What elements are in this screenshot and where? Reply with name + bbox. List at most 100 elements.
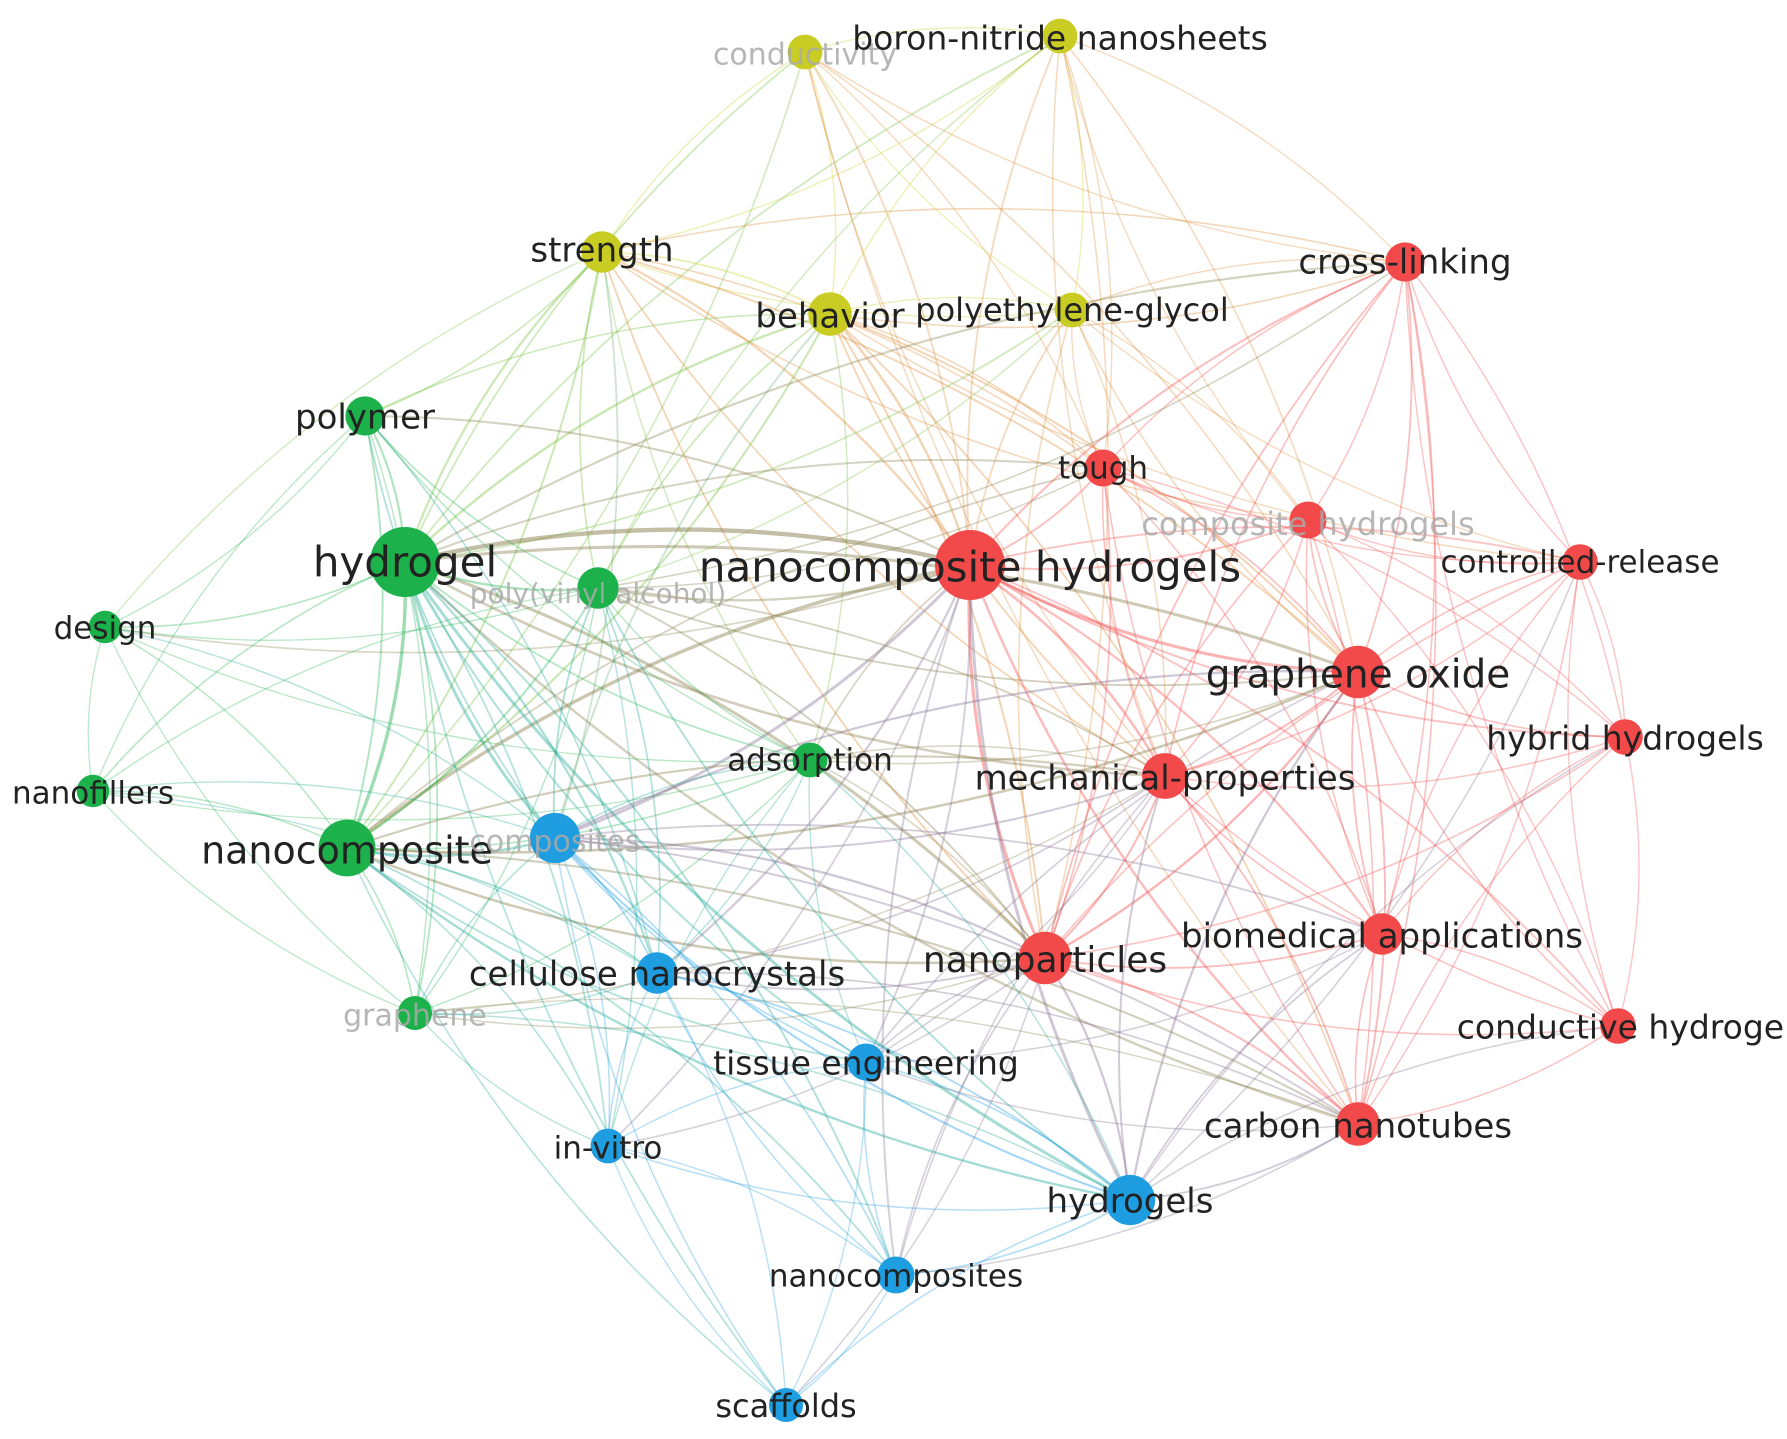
node-graphene[interactable] <box>398 996 432 1030</box>
edge-controlled-release--carbon-nanotubes <box>1357 561 1581 1125</box>
edge-polyethylene-glycol--controlled-release <box>1071 309 1581 563</box>
node-nanoparticles[interactable] <box>1018 931 1072 985</box>
label-nanoparticles: nanoparticles <box>923 940 1167 981</box>
edge-hydrogel--hydrogels <box>403 560 1132 1202</box>
edge-boron-nitride-nanosheets--nanocomposite-hydrogels <box>966 35 1061 566</box>
edge-tough--mechanical-properties <box>1101 467 1166 777</box>
edge-nanofillers--cellulose-nanocrystals <box>92 790 658 974</box>
edge-nanoparticles--polyvinyl-alcohol <box>597 587 1046 959</box>
edge-cross-linking--composite-hydrogels <box>1307 261 1406 521</box>
edge-tough--nanocomposite <box>346 467 1104 849</box>
label-nanocomposite: nanocomposite <box>201 829 493 873</box>
edge-in-vitro--hydrogels <box>607 1145 1131 1211</box>
node-cellulose-nanocrystals[interactable] <box>636 952 678 994</box>
node-strength[interactable] <box>581 231 623 273</box>
edge-polymer--adsorption <box>364 415 811 761</box>
node-adsorption[interactable] <box>792 742 828 778</box>
edge-biomedical-applications--nanoparticles <box>1044 933 1383 969</box>
node-scaffolds[interactable] <box>769 1388 803 1422</box>
node-composites[interactable] <box>529 812 581 864</box>
node-conductivity[interactable] <box>787 34 823 70</box>
node-tissue-engineering[interactable] <box>847 1043 885 1081</box>
node-graphene-oxide[interactable] <box>1331 645 1385 699</box>
label-polyethylene-glycol: polyethylene-glycol <box>915 291 1228 329</box>
edge-conductive-hydrogel--hydrogels <box>1129 1025 1619 1201</box>
edge-hydrogel--nanofillers <box>92 561 406 792</box>
label-biomedical-applications: biomedical applications <box>1181 917 1583 957</box>
edge-polyvinyl-alcohol--cellulose-nanocrystals <box>597 587 661 974</box>
edge-nanocomposite-hydrogels--composites <box>553 563 972 840</box>
edge-carbon-nanotubes--nanocomposites <box>895 1123 1359 1276</box>
node-hybrid-hydrogels[interactable] <box>1607 719 1643 755</box>
node-polyethylene-glycol[interactable] <box>1054 292 1090 328</box>
edge-nanocomposite-hydrogels--polymer <box>363 414 972 567</box>
edge-graphene-oxide--tissue-engineering <box>865 671 1359 1063</box>
edge-strength--polyvinyl-alcohol <box>579 251 603 589</box>
edge-nanocomposite-hydrogels--tissue-engineering <box>865 564 972 1063</box>
node-nanocomposite[interactable] <box>318 819 376 877</box>
edge-conductivity--behavior <box>804 51 837 315</box>
node-nanocomposites[interactable] <box>877 1256 915 1294</box>
node-tough[interactable] <box>1084 449 1122 487</box>
node-biomedical-applications[interactable] <box>1361 913 1403 955</box>
node-behavior[interactable] <box>808 292 852 336</box>
edge-graphene-oxide--polyvinyl-alcohol <box>597 587 1359 687</box>
label-polymer: polymer <box>295 398 435 438</box>
label-cellulose-nanocrystals: cellulose nanocrystals <box>469 955 845 995</box>
edge-biomedical-applications--carbon-nanotubes <box>1354 933 1383 1125</box>
edge-graphene-oxide--nanoparticles <box>1043 670 1360 960</box>
edge-hybrid-hydrogels--biomedical-applications <box>1381 736 1626 935</box>
node-hydrogels[interactable] <box>1104 1174 1156 1226</box>
node-nanocomposite-hydrogels[interactable] <box>935 530 1005 600</box>
edge-composites--scaffolds <box>554 837 787 1406</box>
edge-conductivity--graphene-oxide <box>804 51 1359 673</box>
edge-hybrid-hydrogels--mechanical-properties <box>1164 736 1626 789</box>
label-tissue-engineering: tissue engineering <box>713 1044 1019 1083</box>
edge-design--adsorption <box>104 626 811 763</box>
label-behavior: behavior <box>755 297 904 337</box>
edge-graphene-oxide--biomedical-applications <box>1351 671 1383 935</box>
edge-controlled-release--nanoparticles <box>1044 561 1581 959</box>
edge-nanocomposite-hydrogels--controlled-release <box>969 525 1581 566</box>
label-nanocomposite-hydrogels: nanocomposite hydrogels <box>699 543 1241 592</box>
label-mechanical-properties: mechanical-properties <box>975 759 1356 799</box>
edge-polyethylene-glycol--polyvinyl-alcohol <box>597 309 1073 589</box>
node-carbon-nanotubes[interactable] <box>1336 1102 1380 1146</box>
node-in-vitro[interactable] <box>590 1128 626 1164</box>
edge-nanoparticles--conductive-hydrogel <box>1044 957 1619 1036</box>
edge-boron-nitride-nanosheets--behavior <box>829 35 1061 315</box>
edge-mechanical-properties--adsorption <box>809 745 1166 777</box>
edge-composite-hydrogels--conductive-hydrogel <box>1307 519 1619 1027</box>
edge-graphene-oxide--nanocomposite <box>345 670 1360 854</box>
edge-boron-nitride-nanosheets--strength <box>601 35 1061 253</box>
edge-polyethylene-glycol--mechanical-properties <box>1071 309 1167 777</box>
edge-mechanical-properties--carbon-nanotubes <box>1164 775 1359 1125</box>
node-controlled-release[interactable] <box>1562 544 1598 580</box>
edge-behavior--controlled-release <box>829 313 1581 563</box>
edge-strength--nanoparticles <box>601 251 1046 959</box>
node-mechanical-properties[interactable] <box>1142 753 1188 799</box>
node-cross-linking[interactable] <box>1385 242 1425 282</box>
edge-graphene-oxide--mechanical-properties <box>1163 670 1360 778</box>
edge-polyethylene-glycol--graphene-oxide <box>1071 309 1359 673</box>
node-conductive-hydrogel[interactable] <box>1600 1008 1636 1044</box>
edge-nanoparticles--in-vitro <box>607 957 1046 1147</box>
node-nanofillers[interactable] <box>76 774 110 808</box>
edge-in-vitro--scaffolds <box>607 1145 787 1406</box>
edge-tough--controlled-release <box>1102 467 1581 564</box>
edge-boron-nitride-nanosheets--hydrogel <box>404 35 1061 563</box>
edge-polyethylene-glycol--nanoparticles <box>1017 309 1073 959</box>
node-polyvinyl-alcohol[interactable] <box>577 567 619 609</box>
edge-cellulose-nanocrystals--in-vitro <box>607 972 658 1147</box>
node-polymer[interactable] <box>345 396 385 436</box>
node-hydrogel[interactable] <box>370 527 440 597</box>
node-design[interactable] <box>88 610 122 644</box>
edge-behavior--adsorption <box>809 313 849 761</box>
label-in-vitro: in-vitro <box>554 1131 663 1167</box>
edge-controlled-release--biomedical-applications <box>1381 561 1581 935</box>
edge-strength--mechanical-properties <box>601 251 1166 777</box>
edge-polyvinyl-alcohol--graphene <box>414 587 599 1014</box>
edge-hydrogel--graphene <box>404 561 439 1014</box>
node-composite-hydrogels[interactable] <box>1289 501 1327 539</box>
node-boron-nitride-nanosheets[interactable] <box>1042 18 1078 54</box>
